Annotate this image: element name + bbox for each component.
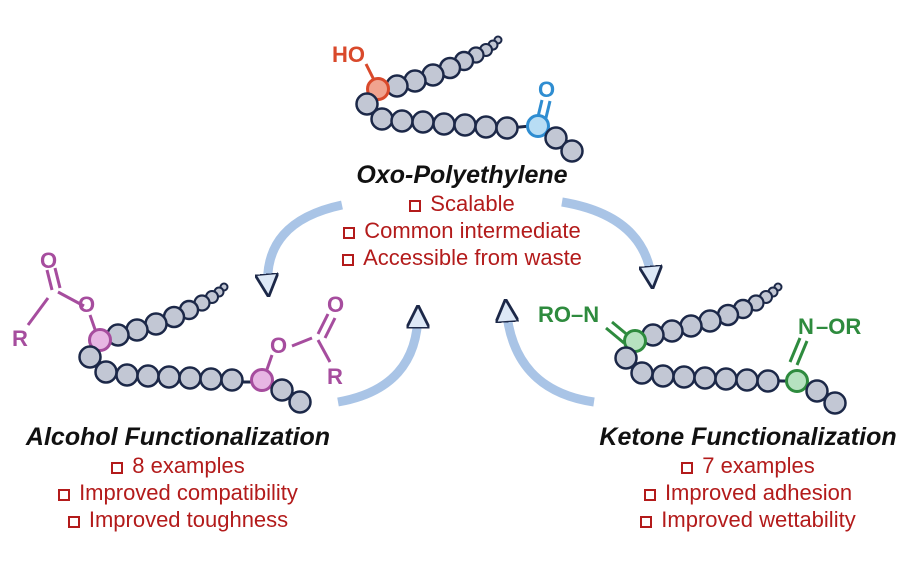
chain-bead [288, 390, 312, 414]
chain-bead [136, 364, 160, 388]
oxime-bond [795, 340, 809, 366]
arrow-alcohol-to-top [337, 312, 418, 407]
checkbox-icon [409, 200, 422, 212]
alcohol-functionalization-title: Alcohol Functionalization [25, 423, 331, 451]
feature-item: Improved adhesion [578, 479, 918, 506]
arrow-top-to-ketone [561, 197, 652, 282]
oxo-polyethylene-title: Oxo-Polyethylene [356, 161, 568, 189]
ketone-bead [526, 114, 550, 138]
ester-carbonyl-o-label: O [40, 248, 57, 273]
chain-bead [660, 319, 684, 343]
chain-bead [390, 109, 414, 133]
chain-bead [370, 107, 394, 131]
chain-bead [199, 367, 223, 391]
chain-bead [805, 379, 829, 403]
oxo-polyethylene-chain: HO O [332, 35, 584, 163]
alcohol-functionalization-block: Alcohol Functionalization 8 examples Imp… [8, 422, 348, 533]
ester-o-label: O [270, 333, 287, 358]
oxime-bead [785, 369, 809, 393]
chain-bead [698, 309, 722, 333]
ester-r-label: R [327, 364, 343, 389]
feature-item: Improved compatibility [8, 479, 348, 506]
oxime-n-label: N [798, 314, 814, 339]
chain-bead [560, 139, 584, 163]
chain-bead [614, 346, 638, 370]
oxime-bond [605, 326, 625, 345]
carbonyl-o-label: O [538, 77, 555, 102]
chain-bead [735, 368, 759, 392]
oxime-or-label: –OR [816, 314, 861, 339]
checkbox-icon [643, 489, 656, 501]
chain-bead [756, 369, 780, 393]
chain-bead [714, 367, 738, 391]
ester-bond [57, 290, 85, 308]
chain-bead [125, 318, 149, 342]
checkbox-icon [681, 462, 694, 474]
oxime-bond [788, 337, 802, 363]
chain-bead [651, 364, 675, 388]
ketone-functionalization-block: Ketone Functionalization 7 examples Impr… [578, 422, 918, 533]
chain-bead [115, 363, 139, 387]
ester-bond [53, 267, 62, 289]
oxo-polyethylene-block: Oxo-Polyethylene Scalable Common interme… [312, 160, 612, 271]
chain-bead [679, 314, 703, 338]
chain-bead [495, 116, 519, 140]
chain-bead [432, 112, 456, 136]
arrow-ketone-to-top [506, 306, 595, 407]
oxime-label: RO–N [538, 302, 599, 327]
right-chain-beads [614, 282, 847, 415]
ester-o-label: O [78, 292, 95, 317]
chain-bead [693, 366, 717, 390]
top-chain-beads [355, 35, 584, 163]
arrow-top-to-alcohol [268, 200, 343, 290]
feature-item: Accessible from waste [312, 244, 612, 271]
chain-bead [355, 92, 379, 116]
chain-bead [220, 368, 244, 392]
ester-bead [88, 328, 112, 352]
ester-bond [291, 336, 313, 348]
checkbox-icon [111, 462, 124, 474]
checkbox-icon [342, 254, 355, 266]
ester-bond [45, 269, 54, 291]
left-chain-beads [78, 282, 312, 414]
chain-bead [78, 345, 102, 369]
ester-bond [316, 313, 330, 335]
chain-bead [672, 365, 696, 389]
alcohol-functionalized-chain: O O R O O R [12, 248, 344, 414]
feature-item: Improved toughness [8, 506, 348, 533]
chain-bead [823, 391, 847, 415]
ester-bond [26, 297, 50, 326]
chain-bead [270, 378, 294, 402]
feature-item: Scalable [312, 190, 612, 217]
chain-bead [544, 126, 568, 150]
chain-bead [411, 110, 435, 134]
checkbox-icon [67, 516, 80, 528]
feature-item: Common intermediate [312, 217, 612, 244]
ester-bond [316, 339, 332, 363]
checkbox-icon [343, 227, 356, 239]
chain-bead [94, 360, 118, 384]
ester-bead [250, 368, 274, 392]
ester-bond [323, 317, 337, 339]
ketone-functionalized-chain: RO–N N –OR [538, 282, 861, 415]
chain-bead [453, 113, 477, 137]
chain-bead [157, 365, 181, 389]
cycle-arrows [268, 197, 652, 407]
chain-bead [385, 74, 409, 98]
ester-r-label: R [12, 326, 28, 351]
ester-carbonyl-o-label: O [327, 292, 344, 317]
feature-item: 8 examples [8, 452, 348, 479]
chain-bead [630, 361, 654, 385]
chain-bead [474, 115, 498, 139]
chain-bead [178, 366, 202, 390]
ketone-functionalization-title: Ketone Functionalization [599, 423, 897, 451]
feature-item: Improved wettability [578, 506, 918, 533]
feature-item: 7 examples [578, 452, 918, 479]
checkbox-icon [58, 489, 71, 501]
hydroxyl-label: HO [332, 42, 365, 67]
checkbox-icon [640, 516, 653, 528]
